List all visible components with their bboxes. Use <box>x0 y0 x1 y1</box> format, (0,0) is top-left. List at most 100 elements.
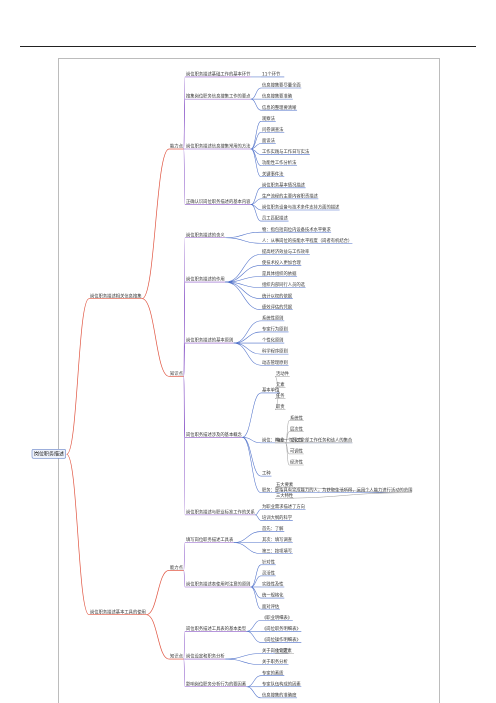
mindmap-node-d3[interactable]: 岗位职务描述工具表的基本类型 <box>186 625 247 632</box>
mindmap-node-d4[interactable]: 培训大纲的科学 <box>262 514 293 521</box>
mindmap-node-d4[interactable]: 绩效评估的凭据 <box>262 303 293 310</box>
mindmap-node-d4[interactable]: 面对评估 <box>262 603 280 610</box>
mindmap-node-d4[interactable]: 统一规格化 <box>262 592 284 599</box>
connector-line <box>225 276 262 283</box>
mindmap-node-d4[interactable]: 生产流程的主要内容职责描述 <box>262 193 319 200</box>
mindmap-node-d4[interactable]: 实践性及性 <box>262 581 284 588</box>
mindmap-node-d3[interactable]: 岗位职务描述表使用时注意的原则 <box>186 581 250 588</box>
connector-line <box>250 586 262 599</box>
mindmap-node-d2[interactable]: 知识点 <box>170 370 184 377</box>
connector-line <box>225 237 262 244</box>
connector-line <box>250 575 262 588</box>
mindmap-node-d4[interactable]: 面谈法 <box>262 137 276 144</box>
connector-line <box>242 437 262 494</box>
mindmap-node-d2[interactable]: 知识点 <box>170 653 184 660</box>
connector-line <box>246 686 262 699</box>
mindmap-node-d5[interactable]: 三大特性 <box>276 492 294 499</box>
mindmap-node-d3[interactable]: 岗位职务描述涉及的基本概念 <box>186 431 243 438</box>
mindmap-node-d4[interactable]: 关键事件法 <box>262 170 284 177</box>
mindmap-node-d4[interactable]: 《岗位职务明细表》 <box>262 625 301 632</box>
mindmap-node-d4[interactable]: 关于职务分析 <box>262 658 288 665</box>
connector-line <box>274 392 281 410</box>
mindmap-node-d1[interactable]: 岗位职务描述相关信息搜集 <box>90 292 142 299</box>
mindmap-node-d4[interactable]: 统计以权的依据 <box>262 292 293 299</box>
mindmap-node-d5[interactable]: 特点 <box>276 436 285 443</box>
connector-line <box>141 148 170 300</box>
mindmap-node-d4[interactable]: 针对性 <box>262 558 276 565</box>
mindmap-node-d3[interactable]: 填写岗位职务描述工具表 <box>186 536 234 543</box>
mindmap-node-d4[interactable]: 是具体组织的依据 <box>262 270 297 277</box>
mindmap-node-d3[interactable]: 岗位职务描述的作用 <box>186 276 225 283</box>
mindmap-node-d6[interactable]: 变化性 <box>290 436 304 443</box>
connector-line <box>183 631 186 660</box>
mindmap-node-d4[interactable]: 岗位职务设备与技术条件支持方面的描述 <box>262 204 340 211</box>
mindmap-node-d4[interactable]: 为职业需求描述了方向 <box>262 503 305 510</box>
mindmap-node-d5[interactable]: 职责 <box>276 403 285 410</box>
root-node[interactable]: 岗位职务描述 <box>34 450 64 457</box>
mindmap-node-d4[interactable]: 信息搜集的准确度 <box>262 691 297 698</box>
mindmap-node-d4[interactable]: 11个环节 <box>262 72 281 78</box>
mindmap-node-d4[interactable]: 信息搜集要准确 <box>262 93 292 100</box>
mindmap-node-d3[interactable]: 影响岗位职务分析行为的要因素 <box>186 680 247 687</box>
mindmap-node-d4[interactable]: 岗位职务基本情况描述 <box>262 181 306 188</box>
mindmap-node-d4[interactable]: 第三：按项填写 <box>262 547 292 554</box>
mindmap-node-d4[interactable]: 专家的素质 <box>262 669 284 676</box>
connector-line <box>233 342 262 366</box>
mindmap-node-d4[interactable]: 使技术投入更加合理 <box>262 259 301 266</box>
connector-line <box>274 486 412 493</box>
mindmap-node-d4[interactable]: 首先：了解 <box>262 525 284 532</box>
mindmap-node-d4[interactable]: 《职业明细表》 <box>262 614 292 621</box>
mindmap-node-d4[interactable]: 个性化原则 <box>262 337 283 344</box>
connector-line <box>250 204 262 222</box>
mindmap-node-d3[interactable]: 正确认识岗位职务描述的基本内容 <box>186 198 251 205</box>
mindmap-node-d4[interactable]: 观察法 <box>262 115 276 122</box>
mindmap-node-d4[interactable]: 物：指包括岗位内设备技术水平要求 <box>262 226 331 233</box>
mindmap-node-d4[interactable]: 专家行为原则 <box>262 326 288 333</box>
mindmap-node-d4[interactable]: 其次：填写调查 <box>262 536 293 543</box>
connector-line <box>242 392 262 438</box>
mindmap-node-d4[interactable]: 职务：是指具有完成能力的人，为获取生活所得，运用个人能力进行活动的范围 <box>262 486 412 493</box>
mindmap-node-d4[interactable]: 提高经济效益与工作效率 <box>262 248 310 255</box>
mindmap-node-d4[interactable]: 工作实践与工作日写实法 <box>262 148 310 155</box>
connector-line <box>250 187 262 205</box>
mindmap-node-d3[interactable]: 岗位职务描述基础工作的基本环节 <box>186 71 251 78</box>
mindmap-node-d1[interactable]: 岗位职务描述基本工具的使用 <box>90 608 146 615</box>
mindmap-node-d2[interactable]: 能力点 <box>170 143 184 150</box>
mindmap-node-d4[interactable]: 基本单位 <box>262 387 280 394</box>
mindmap-node-d4[interactable]: 员工匹配描述 <box>262 215 288 222</box>
mindmap-node-d4[interactable]: 动态管理原则 <box>262 359 288 366</box>
mindmap-node-d4[interactable]: 系统性原则 <box>262 314 283 321</box>
mindmap-node-d4[interactable]: 关于岗位设定 <box>262 647 288 654</box>
mindmap-node-d3[interactable]: 搜集岗位职务信息搜集工作的要点 <box>186 93 251 100</box>
mindmap-node-d4[interactable]: 信息的整理要清晰 <box>262 104 297 111</box>
mindmap-node-d4[interactable]: 功能性工作分析法 <box>262 159 297 166</box>
mindmap-node-d3[interactable]: 岗位职务描述的含义 <box>186 231 225 238</box>
mindmap-node-d5[interactable]: 活动件 <box>276 370 290 377</box>
mindmap-node-d4[interactable]: 人：从事岗位的技能水平程度（岗者有机结合） <box>262 237 352 244</box>
mindmap-node-d3[interactable]: 岗位职务描述的基本原则 <box>186 337 233 344</box>
mindmap-node-d4[interactable]: 岗位：构成一个员工全部工作任务和该人的集合 <box>262 436 353 443</box>
mindmap-node-d3[interactable]: 岗位设定和职务分析 <box>186 653 225 660</box>
mindmap-node-d6[interactable]: 经济性 <box>290 459 304 466</box>
mindmap-node-d6[interactable]: 层次性 <box>290 425 304 432</box>
mindmap-node-d4[interactable]: 《岗位操作明细表》 <box>262 636 301 643</box>
mindmap-node-d3[interactable]: 岗位职务描述信息搜集常用的方法 <box>186 143 251 150</box>
mindmap-node-d3[interactable]: 岗位职务描述与职业标准工作的关系 <box>186 509 255 516</box>
mindmap-node-d6[interactable]: 系统性 <box>290 414 304 421</box>
mindmap-node-d4[interactable]: 问卷调查法 <box>262 126 284 133</box>
connector-line <box>183 570 186 588</box>
mindmap-node-d4[interactable]: 工种 <box>262 470 271 477</box>
mindmap-node-d4[interactable]: 信息搜集要尽量全面 <box>262 82 301 89</box>
mindmap-node-d5[interactable]: 4个因素 <box>276 647 292 654</box>
mindmap-node-d5[interactable]: 元素 <box>276 381 285 388</box>
mindmap-node-d5[interactable]: 五大要素 <box>276 481 294 488</box>
mindmap-node-d4[interactable]: 科学程序原则 <box>262 348 288 355</box>
mindmap-node-d6[interactable]: 可调性 <box>290 448 304 455</box>
connector-line <box>255 509 262 516</box>
mindmap-node-d4[interactable]: 组织内部同行人员的选 <box>262 281 306 288</box>
connector-line <box>141 298 170 377</box>
mindmap-node-d4[interactable]: 专家队伍构成的因素 <box>262 680 301 687</box>
mindmap-node-d5[interactable]: 任务 <box>276 392 285 399</box>
mindmap-node-d2[interactable]: 能力点 <box>170 564 184 571</box>
mindmap-node-d4[interactable]: 灵活性 <box>262 569 276 576</box>
